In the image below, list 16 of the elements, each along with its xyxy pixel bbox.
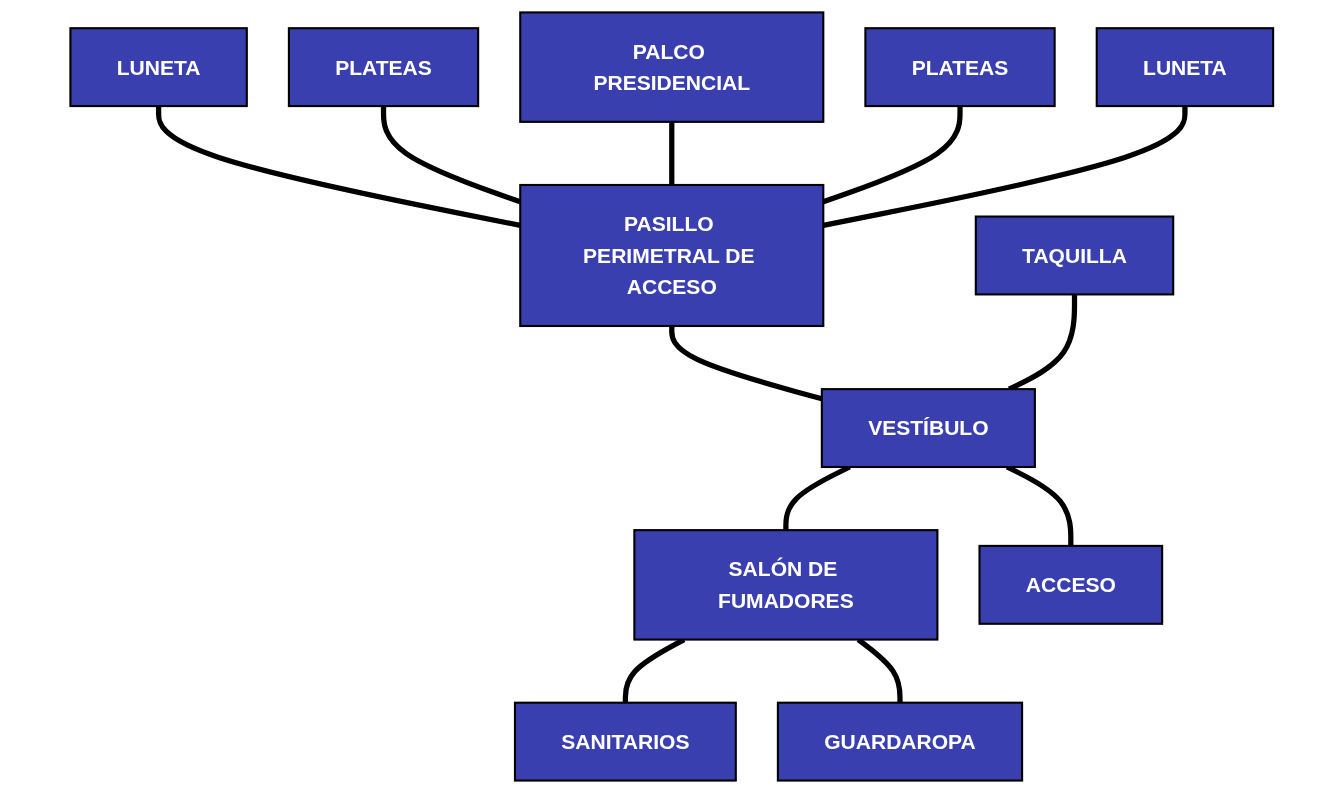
node-box: LUNETA — [69, 27, 249, 108]
node-box: GUARDAROPA — [777, 701, 1024, 782]
node-box: VESTÍBULO — [821, 388, 1037, 469]
node-box: SANITARIOS — [514, 701, 738, 782]
node-box: TAQUILLA — [974, 215, 1175, 296]
connector — [823, 106, 1188, 228]
node-box: SALÓN DE FUMADORES — [633, 529, 939, 641]
node-box: ACCESO — [978, 544, 1164, 625]
connector — [669, 326, 823, 402]
node-box: PLATEAS — [288, 27, 480, 108]
node-box: PLATEAS — [864, 27, 1056, 108]
connector — [669, 121, 675, 185]
node-box: LUNETA — [1095, 27, 1275, 108]
node-box: PASILLO PERIMETRAL DE ACCESO — [519, 183, 825, 328]
connector — [156, 106, 521, 228]
node-box: PALCO PRESIDENCIAL — [519, 11, 825, 123]
